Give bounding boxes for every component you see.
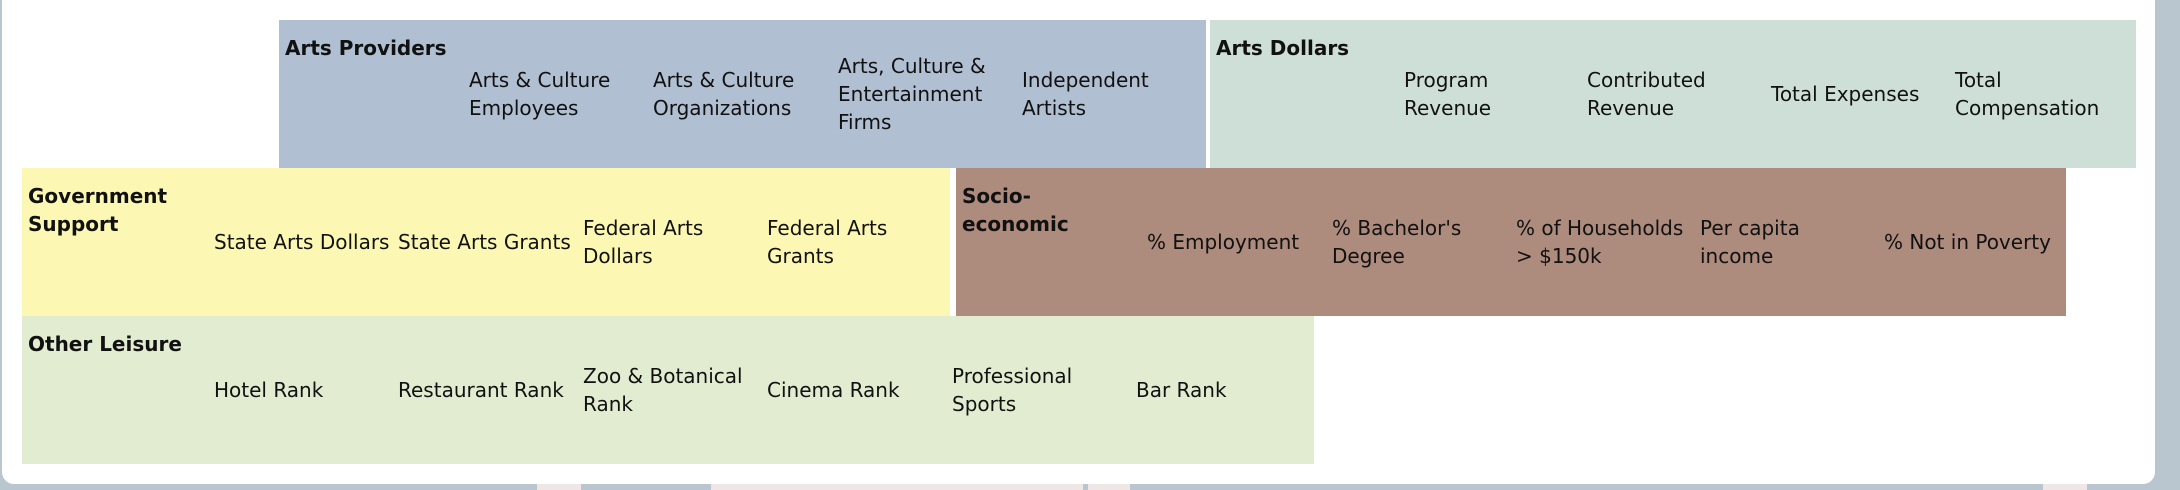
background-tab <box>1088 484 1130 490</box>
government-support-group: Government Support State Arts Dollars St… <box>22 168 950 316</box>
group-item: State Arts Grants <box>398 230 571 254</box>
group-item: Zoo & Botanical Rank <box>583 364 743 416</box>
group-item: Cinema Rank <box>767 378 900 402</box>
group-item: Arts, Culture & Entertainment Firms <box>838 54 986 134</box>
diagram-card: Arts Providers Arts & Culture Employees … <box>2 0 2155 484</box>
group-item: Per capita income <box>1700 216 1800 268</box>
group-item: Bar Rank <box>1136 378 1227 402</box>
group-title: Socio-economic <box>962 184 1069 236</box>
group-item: Arts & Culture Organizations <box>653 68 795 120</box>
group-item: Independent Artists <box>1022 68 1149 120</box>
group-item: Restaurant Rank <box>398 378 564 402</box>
group-title: Arts Providers <box>285 36 447 60</box>
group-item: Total Compensation <box>1955 68 2100 120</box>
arts-dollars-group: Arts Dollars Program Revenue Contributed… <box>1210 20 2136 168</box>
group-title: Government Support <box>28 184 168 236</box>
background-tab <box>2043 484 2087 490</box>
group-item: % Bachelor's Degree <box>1332 216 1462 268</box>
group-title: Other Leisure <box>28 332 182 356</box>
group-title: Arts Dollars <box>1216 36 1350 60</box>
group-item: Hotel Rank <box>214 378 324 402</box>
group-item: Total Expenses <box>1771 82 1920 106</box>
other-leisure-group: Other Leisure Hotel Rank Restaurant Rank… <box>22 316 1314 464</box>
group-item: Program Revenue <box>1404 68 1492 120</box>
group-item: % Employment <box>1147 230 1300 254</box>
socio-economic-group: Socio-economic % Employment % Bachelor's… <box>956 168 2066 316</box>
background-tab <box>537 484 581 490</box>
background-tab <box>711 484 1083 490</box>
group-item: % Not in Poverty <box>1884 230 2051 254</box>
group-item: % of Households > $150k <box>1516 216 1684 268</box>
group-item: Professional Sports <box>952 364 1073 416</box>
group-item: State Arts Dollars <box>214 230 390 254</box>
group-item: Arts & Culture Employees <box>469 68 611 120</box>
arts-providers-group: Arts Providers Arts & Culture Employees … <box>279 20 1206 168</box>
group-item: Contributed Revenue <box>1587 68 1706 120</box>
group-item: Federal Arts Grants <box>767 216 888 268</box>
group-item: Federal Arts Dollars <box>583 216 704 268</box>
